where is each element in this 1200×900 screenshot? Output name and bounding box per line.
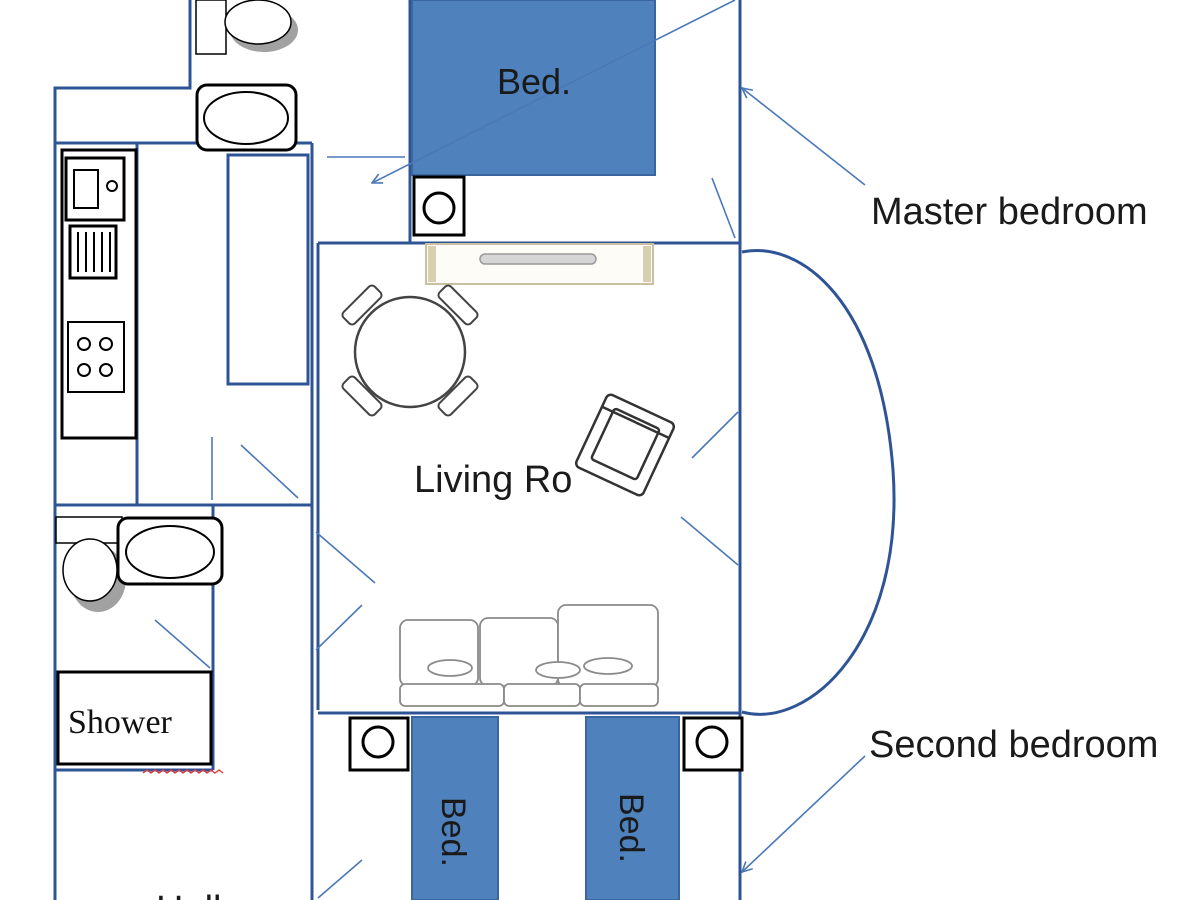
door-swing-line xyxy=(315,531,376,584)
dining-table-icon xyxy=(341,284,479,417)
toilet-icon xyxy=(55,516,123,606)
wall-storage xyxy=(226,153,310,386)
tv-console-icon xyxy=(425,243,654,285)
bathtub-icon xyxy=(116,516,224,586)
speaker-icon xyxy=(412,175,466,237)
door-swing-line xyxy=(691,411,739,459)
spell-squiggle xyxy=(142,769,224,774)
bathtub-icon xyxy=(195,83,298,152)
master-bedroom-callout: Master bedroom xyxy=(871,191,1148,233)
second-bed-left-label: Bed. xyxy=(434,797,472,867)
armchair-icon xyxy=(574,393,676,497)
second-callout-arrow xyxy=(742,755,866,872)
shower-label: Shower xyxy=(68,704,173,741)
hall-label: Hall xyxy=(156,889,221,900)
second-bed-right-label: Bed. xyxy=(612,793,650,863)
master-bed-label: Bed. xyxy=(497,61,571,102)
master-callout-arrow xyxy=(742,88,866,186)
door-swing-line xyxy=(154,619,211,669)
bath-fixtures-lower xyxy=(55,516,224,766)
balcony-outline xyxy=(741,249,896,716)
door-swing-line xyxy=(315,604,363,651)
kitchen-counter xyxy=(60,148,138,440)
shower-box xyxy=(56,670,213,766)
door-swing-lines xyxy=(154,156,739,899)
master-arrow-inner xyxy=(372,0,736,183)
toilet-icon xyxy=(195,0,292,55)
second-bed-left xyxy=(411,716,499,900)
speaker-icon xyxy=(348,716,410,772)
second-bed-right xyxy=(585,716,680,900)
door-swing-line xyxy=(680,516,739,566)
door-swing-line xyxy=(240,444,299,499)
bath-fixtures-top xyxy=(195,0,298,152)
drying-rack-icon xyxy=(68,224,118,280)
door-swing-line xyxy=(317,859,363,899)
beds xyxy=(411,0,680,900)
wall-outer-left xyxy=(53,0,192,900)
living-room-label: Living Ro xyxy=(414,459,572,501)
stove-icon xyxy=(67,321,125,393)
door-swing-line xyxy=(711,177,736,239)
speaker-icon xyxy=(682,716,744,772)
master-bed xyxy=(411,0,656,176)
second-bedroom-callout: Second bedroom xyxy=(869,724,1158,766)
sofa-icon xyxy=(399,604,659,707)
sink-icon xyxy=(64,156,126,222)
arrows xyxy=(372,0,866,872)
speakers xyxy=(348,175,744,772)
